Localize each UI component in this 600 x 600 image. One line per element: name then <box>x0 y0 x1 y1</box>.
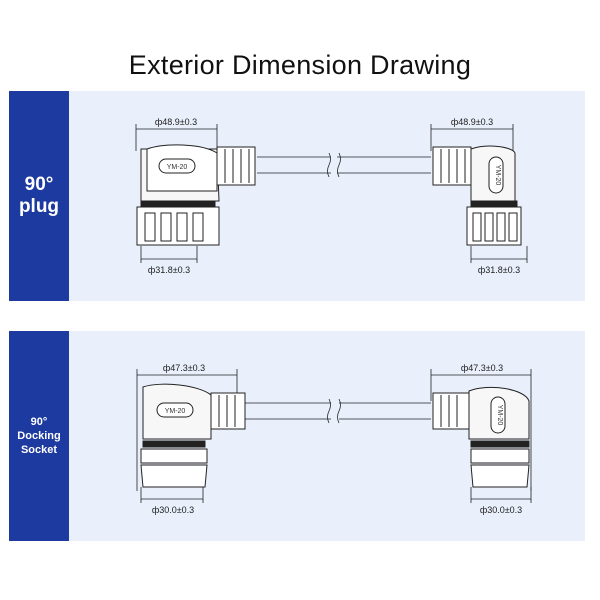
label-line: Docking <box>17 430 61 442</box>
right-socket-connector: YM-20 <box>432 386 530 488</box>
label-line: Socket <box>20 444 58 456</box>
left-plug-connector: YM-20 <box>136 144 256 246</box>
left-socket-connector: YM-20 <box>140 383 246 488</box>
svg-text:YM-20: YM-20 <box>494 165 501 186</box>
svg-text:YM-20: YM-20 <box>496 405 503 426</box>
page-title: Exterior Dimension Drawing <box>128 50 472 80</box>
label-line: 90° <box>30 416 48 428</box>
right-bottom-dimension: ф31.8±0.3 <box>478 265 520 275</box>
left-top-dimension: ф47.3±0.3 <box>163 363 205 373</box>
svg-text:YM-20: YM-20 <box>165 408 186 415</box>
section-label-plug: 90° plug <box>9 91 69 301</box>
section-label-socket: 90° Docking Socket <box>9 331 69 541</box>
left-bottom-dimension: ф31.8±0.3 <box>148 265 190 275</box>
label-line: plug <box>18 196 60 217</box>
left-bottom-dimension: ф30.0±0.3 <box>152 505 194 515</box>
left-top-dimension: ф48.9±0.3 <box>155 117 197 127</box>
right-bottom-dimension: ф30.0±0.3 <box>480 505 522 515</box>
right-top-dimension: ф48.9±0.3 <box>451 117 493 127</box>
right-top-dimension: ф47.3±0.3 <box>461 363 503 373</box>
plug-dimension-drawing: YM-20 YM-20 <box>135 117 528 275</box>
label-line: 90° <box>24 174 54 195</box>
right-plug-connector: YM-20 <box>432 145 522 246</box>
plug-section: 90° plug <box>9 91 585 301</box>
socket-dimension-drawing: YM-20 YM-20 ф47.3±0.3 ф47.3±0.3 ф30.0±0.… <box>136 363 532 515</box>
socket-section: 90° Docking Socket <box>9 331 585 541</box>
svg-text:YM-20: YM-20 <box>167 164 188 171</box>
